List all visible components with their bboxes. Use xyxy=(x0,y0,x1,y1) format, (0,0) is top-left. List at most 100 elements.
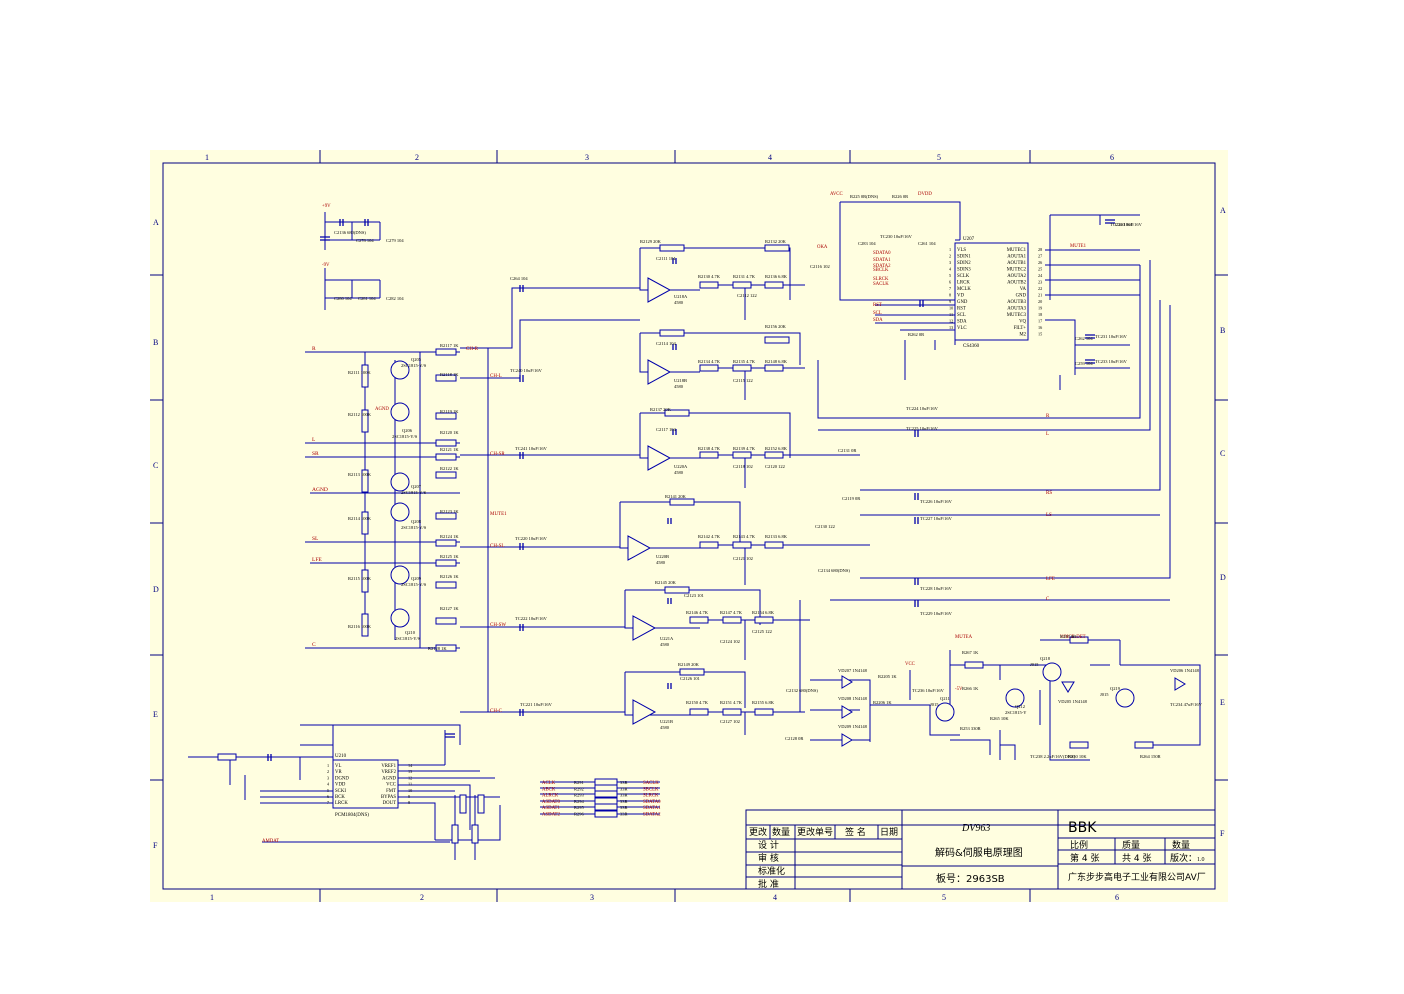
chip-pin-label: AOUTB3 xyxy=(1007,300,1027,305)
signal-net-label: SDATA1 xyxy=(643,806,661,811)
resistor-label: R2152 6.8K xyxy=(765,446,788,451)
transistor-ref: Q218 xyxy=(1040,656,1051,661)
capacitor-label: C2124 102 xyxy=(720,639,740,644)
transistor-part: 2SC1815-Y/S xyxy=(401,363,427,368)
resistor-label: R264 150R xyxy=(1140,754,1161,759)
chip-pin-label: VL xyxy=(335,764,341,769)
title-block-text: 更改 数量 更改单号 签 名 日期 设 计 审 核 标准化 批 准 DV963 … xyxy=(749,820,1206,890)
version-number: 1.0 xyxy=(1197,857,1205,863)
transistor-part: J015 xyxy=(1030,662,1039,667)
transistor-part: J015 xyxy=(930,702,939,707)
chip-pin-number: 11 xyxy=(408,782,412,787)
resistor-label: R2126 1K xyxy=(440,574,459,579)
chip-pin-number: 6 xyxy=(327,794,329,799)
version-label: 版次： xyxy=(1170,852,1197,864)
capacitor-label: C280 104 xyxy=(334,296,352,301)
chip-pin-label: SCL xyxy=(957,313,966,318)
resistor-label: R2141 20K xyxy=(665,494,687,499)
capacitor-label: C262 104 xyxy=(1075,336,1093,341)
net-label: OKA xyxy=(817,245,828,250)
resistor-label: R2129 20K xyxy=(640,239,662,244)
company-name: 广东步步高电子工业有限公司AV厂 xyxy=(1068,871,1206,883)
capacitor-label: C2119 0R xyxy=(842,496,860,501)
resistor-label: R265 10K xyxy=(990,716,1009,721)
chip-pin-label: MUTEC2 xyxy=(1007,268,1027,273)
opamp-part: 4580 xyxy=(656,560,666,565)
capacitor-label: C283 104 xyxy=(858,241,876,246)
net-label: SDATA1 xyxy=(873,258,891,263)
signal-net-label: ACLK xyxy=(542,781,556,786)
resistor-label: R2136 6.8K xyxy=(765,274,788,279)
capacitor-label: C261 104 xyxy=(918,241,936,246)
capacitor-label: TC240 10uF/16V xyxy=(510,368,543,373)
model-number: DV963 xyxy=(961,823,990,834)
chip-pin-label: VLC xyxy=(957,326,967,331)
opamp-ref: U218A xyxy=(674,294,688,299)
chip-pin-number: 15 xyxy=(1038,332,1042,337)
opamp-ref: U221B xyxy=(660,719,673,724)
resistor-label: R2125 1K xyxy=(440,554,459,559)
signal-net-label: ASDAT1 xyxy=(542,806,560,811)
net-label: -5V xyxy=(955,687,963,692)
resistor-label: R296 xyxy=(574,812,585,817)
zone-row-label: D xyxy=(153,585,159,594)
zone-col-label: 4 xyxy=(773,893,777,902)
channel-net-label: MUTE1 xyxy=(490,512,507,517)
channel-net-label: CH-C xyxy=(490,709,503,714)
chip-pin-label: VA xyxy=(1020,287,1027,292)
chip-pin-number: 9 xyxy=(408,794,410,799)
opamp-part: 4580 xyxy=(660,725,670,730)
resistor-value: 33R xyxy=(620,799,628,804)
capacitor-label: TC224 10uF/16V xyxy=(906,406,939,411)
capacitors xyxy=(267,219,1115,761)
capacitor-label: C2120 122 xyxy=(765,464,785,469)
resistor-label: R2151 4.7K xyxy=(720,700,743,705)
resistor-label: R2137 20K xyxy=(650,407,672,412)
input-net-label: LFE xyxy=(312,557,322,563)
transistor-ref: Q209 xyxy=(411,576,422,581)
opamp-ref: U220A xyxy=(674,464,688,469)
capacitor-label: C278 104 xyxy=(356,238,374,243)
chip-pin-label: BCK xyxy=(335,795,345,800)
opamp-u221b xyxy=(632,699,657,725)
header-ratio: 比例 xyxy=(1070,839,1088,851)
chip-pin-number: 22 xyxy=(1038,286,1042,291)
chip-pin-label: GND xyxy=(1016,294,1027,299)
net-label: SDATA2 xyxy=(873,264,891,269)
zone-col-label: 2 xyxy=(420,893,424,902)
net-label: SACLK xyxy=(873,282,889,287)
resistor-label: R291 xyxy=(574,780,584,785)
resistor-label: R2120 1K xyxy=(440,430,459,435)
chip-part: PCM1804(DNS) xyxy=(335,813,369,818)
capacitor-label: TC234 47uF/16V xyxy=(1170,702,1203,707)
chip-pin-number: 27 xyxy=(1038,254,1042,259)
chip-pin-number: 5 xyxy=(327,788,329,793)
net-label: SDATA0 xyxy=(873,251,891,256)
output-net-label: RS xyxy=(1046,491,1052,496)
capacitor-label: C2117 104 xyxy=(656,427,676,432)
signal-net-label: SLRCK xyxy=(643,794,659,799)
transistor-ref: Q208 xyxy=(411,519,422,524)
net-label: SBCLK xyxy=(873,268,889,273)
transistor-ref: Q219 xyxy=(1110,686,1121,691)
transistor-part: J015 xyxy=(1100,692,1109,697)
resistor-label: R225 0R(DNS) xyxy=(850,194,879,199)
output-net-label: R xyxy=(1046,414,1050,419)
chip-u210 xyxy=(332,759,399,809)
chip-ref: U207 xyxy=(963,237,975,242)
resistor-label: R2156 20K xyxy=(765,324,787,329)
input-net-label: SL xyxy=(312,536,319,542)
capacitor-label: C279 104 xyxy=(386,238,404,243)
chip-pin-number: 24 xyxy=(1038,273,1043,278)
resistor-label: R2130 4.7K xyxy=(698,274,721,279)
role-review: 审 核 xyxy=(758,852,779,864)
zone-col-label: 6 xyxy=(1115,893,1119,902)
chip-pin-label: AOUTB1 xyxy=(1007,261,1027,266)
role-approve: 批 准 xyxy=(758,878,779,890)
chip-pin-number: 5 xyxy=(949,273,951,278)
zone-col-label: 6 xyxy=(1110,153,1114,162)
resistor-label: R293 xyxy=(574,793,585,798)
resistor-label: R2135 4.7K xyxy=(733,359,756,364)
channel-net-label: CH-R xyxy=(466,347,479,352)
